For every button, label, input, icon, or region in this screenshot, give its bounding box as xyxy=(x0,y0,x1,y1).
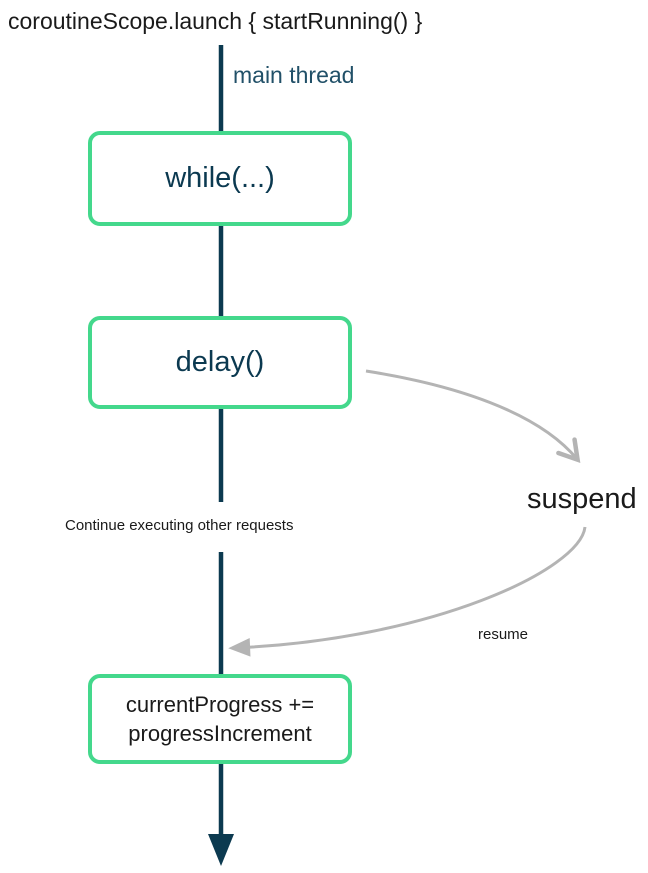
flow-box-progress-label: currentProgress += progressIncrement xyxy=(125,691,315,746)
code-title: coroutineScope.launch { startRunning() } xyxy=(8,8,423,34)
thread-arrowhead-icon xyxy=(208,834,234,866)
flow-box-progress: currentProgress += progressIncrement xyxy=(88,674,352,764)
resume-label: resume xyxy=(478,626,529,643)
continue-note: Continue executing other requests xyxy=(65,517,294,534)
flow-box-delay-label: delay() xyxy=(175,346,265,378)
flow-box-while: while(...) xyxy=(88,131,352,226)
flow-box-while-label: while(...) xyxy=(165,162,275,194)
suspend-arrow-icon xyxy=(365,369,581,464)
main-thread-label: main thread xyxy=(233,62,355,88)
suspend-label: suspend xyxy=(527,483,637,515)
flow-box-delay: delay() xyxy=(88,316,352,409)
resume-arrow-icon xyxy=(228,526,587,657)
